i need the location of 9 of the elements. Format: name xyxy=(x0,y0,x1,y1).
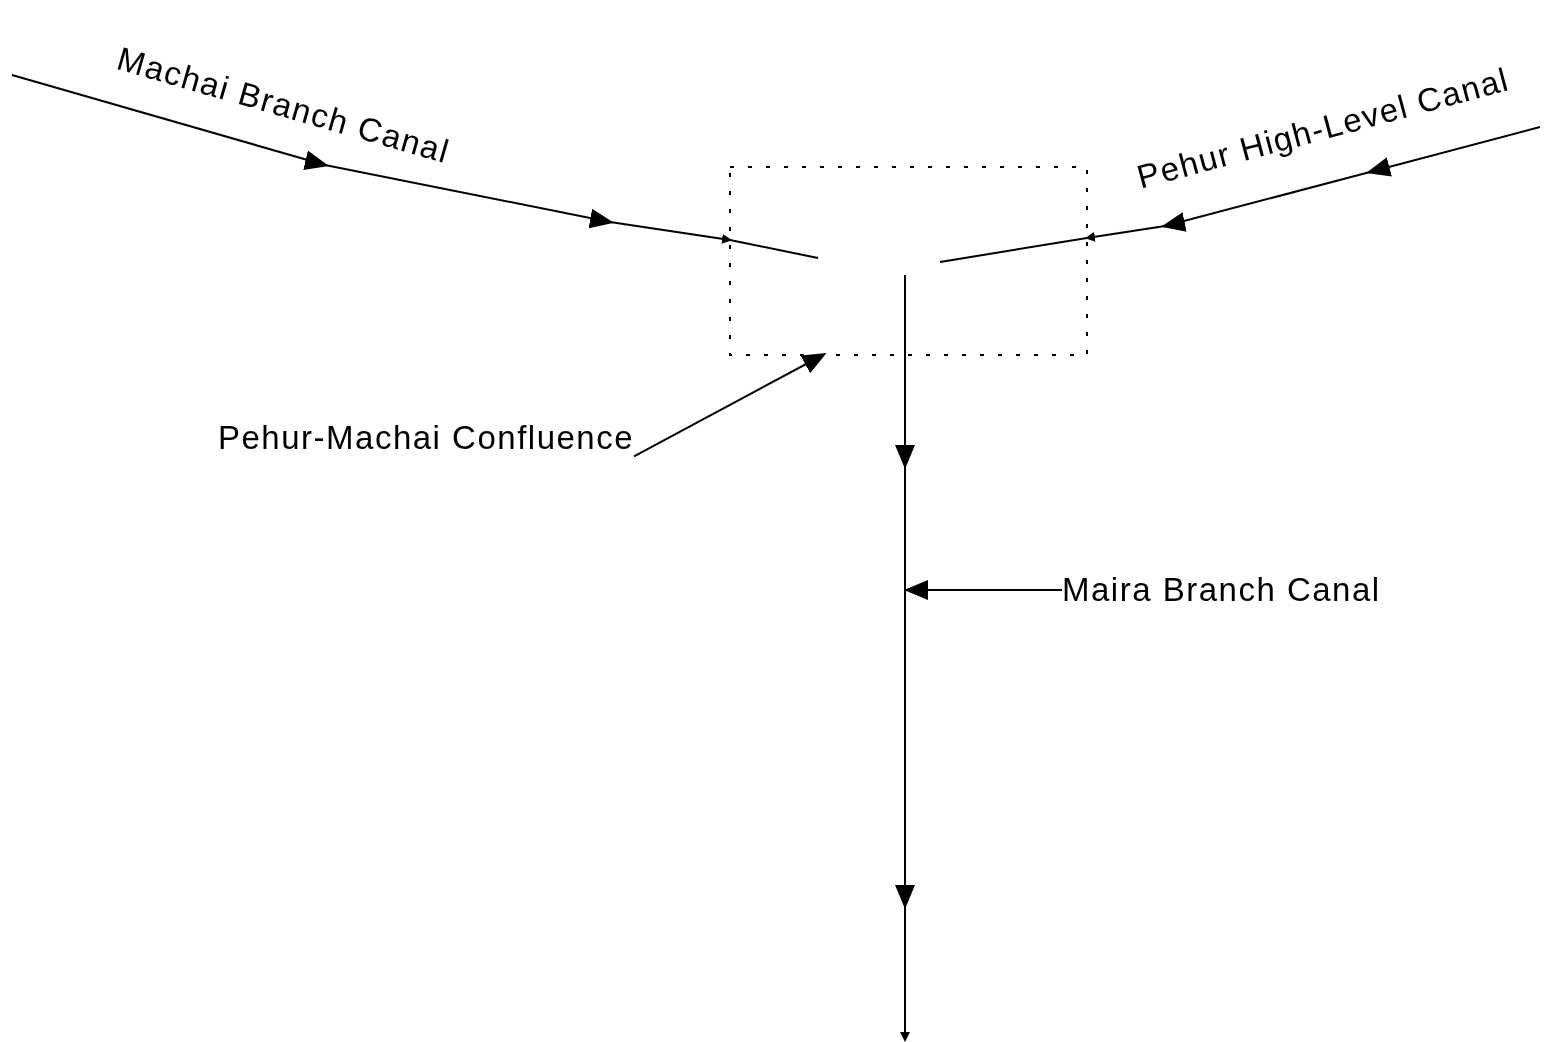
edge-label: Machai Branch Canal xyxy=(113,40,454,171)
callout-label: Pehur-Machai Confluence xyxy=(218,420,635,457)
canal-arrow xyxy=(1085,126,1541,242)
canal-arrow xyxy=(11,74,732,244)
canal-arrow xyxy=(895,354,915,1042)
callout-label: Maira Branch Canal xyxy=(1062,572,1381,609)
leader-line xyxy=(904,580,1063,600)
confluence-area xyxy=(729,166,1088,356)
leader-line xyxy=(633,353,827,458)
